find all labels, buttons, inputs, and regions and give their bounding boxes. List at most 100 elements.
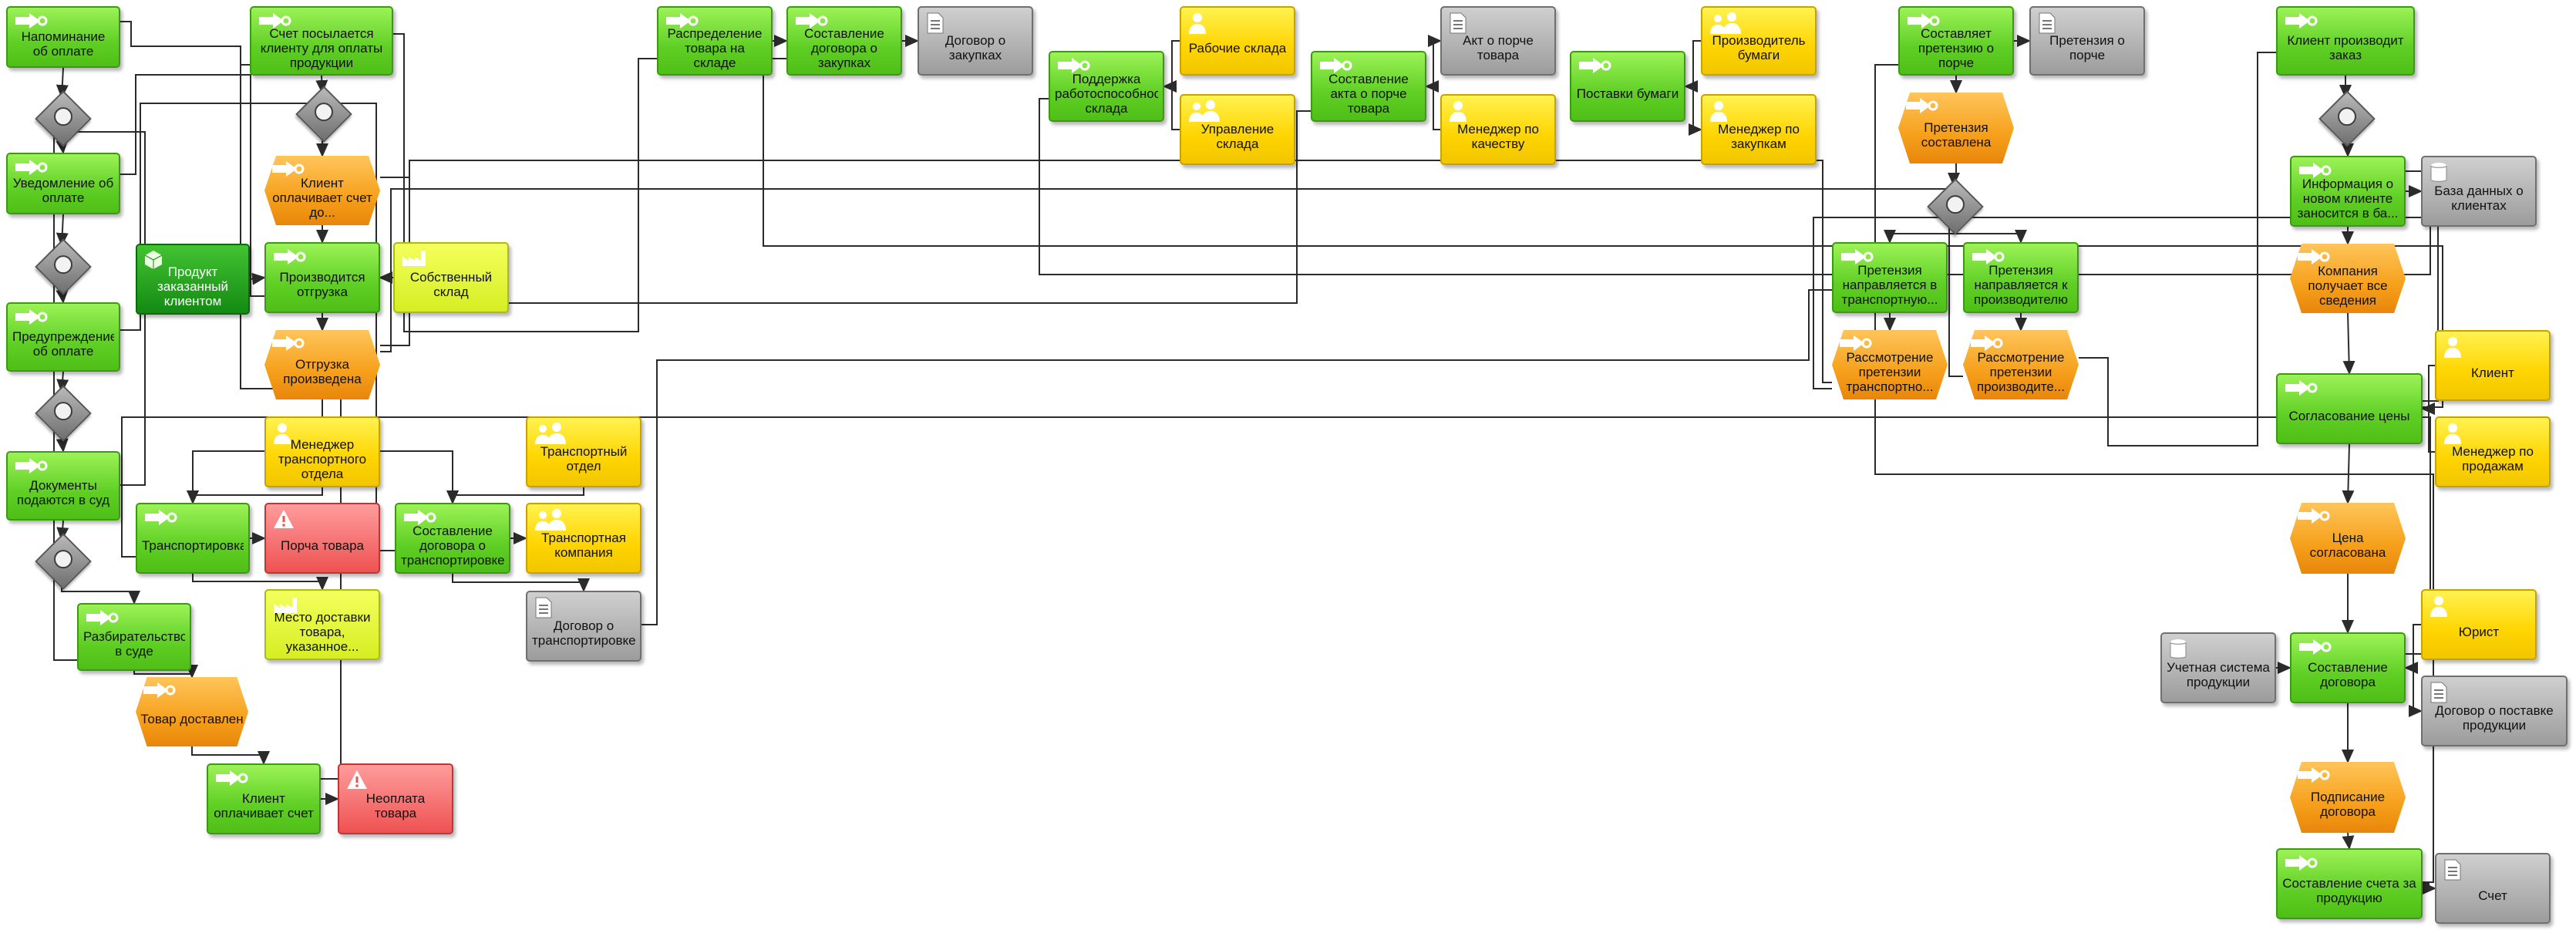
org-node[interactable]: Производитель бумаги [1701, 6, 1817, 76]
connector-arrow [452, 574, 590, 592]
event-node[interactable]: Рассмотрение претензии производите... [1963, 330, 2079, 399]
connector-arrow [1684, 40, 1701, 93]
org-node[interactable]: Менеджер транспортного отдела [264, 416, 380, 487]
node-label: Поставки бумаги [1576, 86, 1679, 101]
connector-line [120, 74, 264, 297]
event-node[interactable]: Клиент оплачивает счет до... [264, 156, 380, 225]
event-node[interactable]: Товар доставлен [136, 677, 248, 746]
location-node[interactable]: Место доставки товара, указанное... [264, 589, 380, 660]
function-node[interactable]: Составление договора о закупках [786, 6, 902, 76]
event-node[interactable]: Отгрузка произведена [264, 330, 380, 399]
event-node[interactable]: Компания получает все сведения [2290, 244, 2406, 313]
group-icon [1709, 12, 1743, 38]
node-label: Счет посылается клиенту для оплаты проду… [260, 25, 383, 70]
org-node[interactable]: Менеджер по продажам [2435, 416, 2551, 487]
function-arrow-icon [2298, 638, 2332, 659]
org-node[interactable]: Транспортная компания [526, 503, 641, 574]
function-node[interactable]: Транспортировка [136, 503, 250, 574]
function-node[interactable]: Информация о новом клиенте заносится в б… [2290, 156, 2406, 227]
person-icon [2429, 595, 2449, 621]
connector-arrow [1163, 40, 1180, 93]
doc-node[interactable]: Акт о порче товара [1440, 6, 1556, 76]
document-icon [534, 596, 554, 622]
function-node[interactable]: Уведомление об оплате [6, 153, 120, 214]
function-arrow-icon [2284, 379, 2318, 400]
connector-arrow [2421, 365, 2435, 415]
function-node[interactable]: Составление договора о транспортировке [395, 503, 510, 574]
event-node[interactable]: Претензия составлена [1898, 93, 2014, 163]
person-icon [2443, 335, 2463, 362]
person-icon [1187, 12, 1207, 38]
function-arrow-icon [1971, 248, 2005, 269]
function-node[interactable]: Счет посылается клиенту для оплаты проду… [250, 6, 393, 76]
function-node[interactable]: Составляет претензию о порче [1898, 6, 2014, 76]
risk-node[interactable]: Неоплата товара [338, 763, 453, 834]
function-node[interactable]: Претензия направляется в транспортную... [1832, 242, 1948, 313]
doc-node[interactable]: Претензия о порче [2029, 6, 2145, 76]
function-node[interactable]: Поддержка работоспособности склада [1049, 51, 1164, 122]
node-label: Юрист [2458, 624, 2500, 639]
doc-node[interactable]: Договор о закупках [918, 6, 1033, 76]
function-arrow-icon [14, 457, 48, 478]
node-label: Продукт заказанный клиентом [157, 264, 229, 308]
document-icon [2037, 12, 2057, 38]
connector-arrow [2404, 624, 2421, 674]
function-node[interactable]: Производится отгрузка [264, 242, 380, 313]
function-node[interactable]: Напоминание об оплате [6, 6, 120, 68]
org-node[interactable]: Юрист [2421, 589, 2537, 660]
doc-node[interactable]: База данных о клиентах [2421, 156, 2537, 227]
connector-line [1813, 217, 2439, 402]
product-node[interactable]: Продукт заказанный клиентом [136, 244, 250, 315]
document-icon [1448, 12, 1468, 38]
connector-line [120, 21, 250, 66]
function-node[interactable]: Разбирательство в суде [77, 603, 191, 671]
doc-node[interactable]: Счет [2435, 853, 2551, 924]
node-label: Менеджер по закупкам [1718, 122, 1800, 151]
function-node[interactable]: Предупреждение об оплате [6, 302, 120, 372]
location-node[interactable]: Собственный склад [393, 242, 509, 313]
org-node[interactable]: Управление склада [1180, 94, 1295, 165]
function-node[interactable]: Поставки бумаги [1570, 51, 1685, 122]
node-label: Составление счета за продукцию [2282, 876, 2416, 905]
connector-line [1874, 64, 2434, 883]
node-label: Менеджер по качеству [1457, 122, 1539, 151]
document-icon [2429, 681, 2449, 707]
function-node[interactable]: Распределение товара на складе [657, 6, 773, 76]
function-arrow-icon [794, 12, 828, 33]
org-node[interactable]: Менеджер по качеству [1440, 94, 1556, 165]
org-node[interactable]: Клиент [2435, 330, 2551, 401]
function-node[interactable]: Клиент оплачивает счет [207, 763, 321, 834]
function-node[interactable]: Согласование цены [2276, 373, 2423, 444]
node-label: Подписание договора [2310, 790, 2386, 819]
org-node[interactable]: Транспортный отдел [526, 416, 641, 487]
connector-arrow [2342, 832, 2355, 850]
org-node[interactable]: Рабочие склада [1180, 6, 1295, 76]
node-label: Договор о поставке продукции [2435, 703, 2554, 733]
node-label: Напоминание об оплате [21, 29, 106, 59]
node-label: Акт о порче товара [1463, 33, 1534, 62]
org-node[interactable]: Менеджер по закупкам [1701, 94, 1817, 165]
node-label: Менеджер транспортного отдела [278, 436, 367, 481]
event-icon [1904, 96, 1938, 118]
function-arrow-icon [1840, 248, 1874, 269]
function-node[interactable]: Клиент производит заказ [2276, 6, 2415, 76]
event-node[interactable]: Рассмотрение претензии транспортно... [1832, 330, 1948, 399]
connector-arrow [61, 580, 140, 605]
function-node[interactable]: Составление договора [2290, 632, 2406, 703]
function-arrow-icon [402, 508, 436, 530]
function-node[interactable]: Претензия направляется к производителю [1963, 242, 2079, 313]
node-label: Отгрузка произведена [283, 357, 362, 386]
function-arrow-icon [214, 769, 248, 790]
function-node[interactable]: Составление счета за продукцию [2276, 848, 2423, 919]
connector-arrow [446, 487, 584, 504]
node-label: Претензия составлена [1921, 120, 1992, 150]
event-node[interactable]: Подписание договора [2290, 762, 2406, 833]
doc-node[interactable]: Договор о поставке продукции [2421, 676, 2568, 746]
function-node[interactable]: Составление акта о порче товара [1311, 51, 1426, 122]
doc-node[interactable]: Договор о транспортировке [526, 591, 641, 662]
risk-node[interactable]: Порча товара [264, 503, 380, 574]
event-node[interactable]: Цена согласована [2290, 503, 2406, 574]
doc-node[interactable]: Учетная система продукции [2160, 632, 2276, 703]
function-node[interactable]: Документы подаются в суд [6, 451, 120, 521]
